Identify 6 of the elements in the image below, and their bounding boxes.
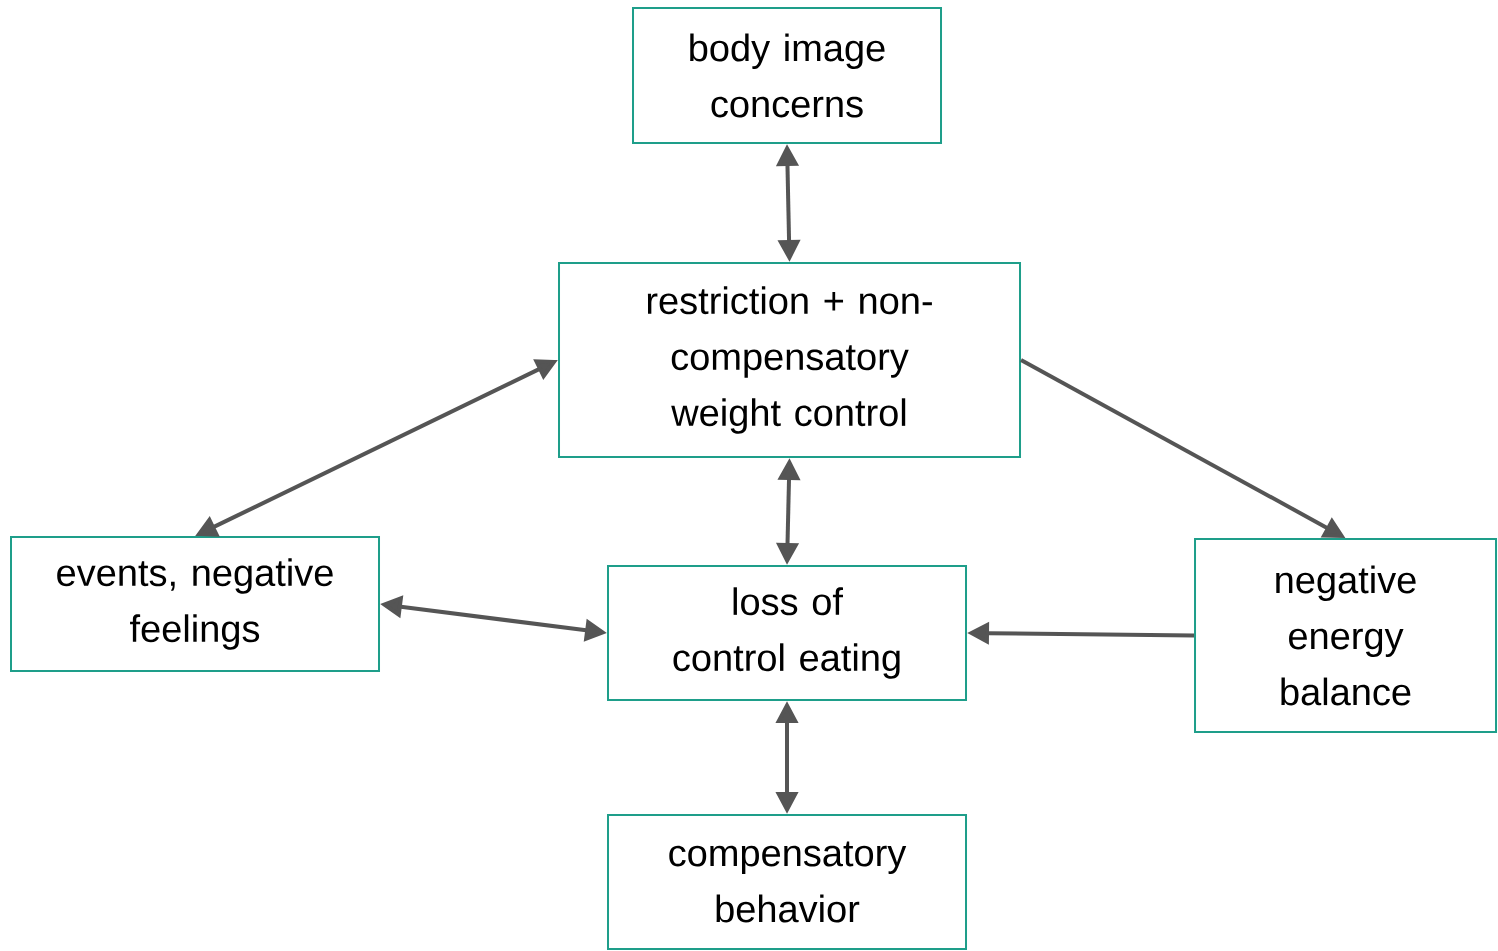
process-box: restriction + non-compensatory weight control [558, 262, 1021, 458]
process-box: loss of control eating [607, 565, 967, 701]
process-box: compensatory behavior [607, 814, 967, 950]
process-box: negative energy balance [1194, 538, 1497, 733]
process-box: body image concerns [632, 7, 942, 144]
process-box: events, negative feelings [10, 536, 380, 672]
